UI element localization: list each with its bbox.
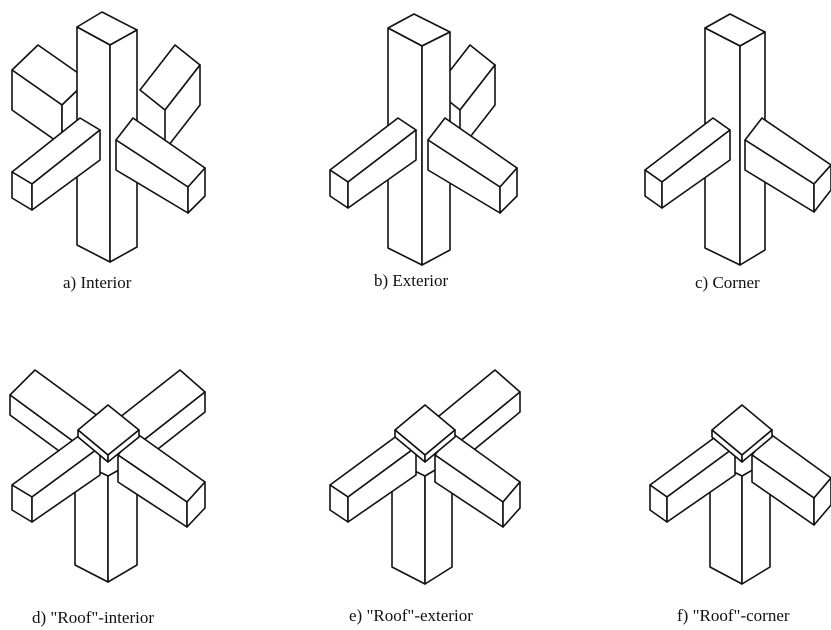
caption-interior: a) Interior [63, 273, 132, 292]
sw-beam [666, 446, 736, 523]
front-left-beam [347, 129, 417, 209]
caption-roof-corner: f) "Roof"-corner [677, 606, 790, 625]
caption-exterior: b) Exterior [374, 271, 449, 290]
front-right-beam [499, 167, 518, 214]
joint-roof-exterior-drawing [329, 369, 521, 585]
joint-interior-drawing [11, 11, 206, 263]
front-right-beam [187, 167, 206, 214]
caption-roof-interior: d) "Roof"-interior [32, 608, 154, 627]
joint-corner-drawing [644, 13, 831, 266]
sw-beam [31, 446, 101, 523]
joint-roof-corner-drawing [649, 404, 831, 585]
se-beam [813, 477, 831, 526]
joint-exterior-drawing [329, 13, 518, 266]
roof-cap [741, 429, 773, 463]
front-left-beam [31, 129, 101, 211]
joint-roof-interior-drawing [9, 369, 206, 583]
front-right-beam [813, 164, 831, 213]
sw-beam [347, 446, 417, 523]
roof-cap [424, 429, 456, 463]
roof-cap [107, 429, 140, 463]
back-right-beam [164, 64, 201, 151]
caption-corner: c) Corner [695, 273, 760, 292]
front-left-beam [661, 129, 731, 209]
se-beam [186, 481, 206, 528]
se-beam [502, 481, 521, 528]
caption-roof-exterior: e) "Roof"-exterior [349, 606, 473, 625]
